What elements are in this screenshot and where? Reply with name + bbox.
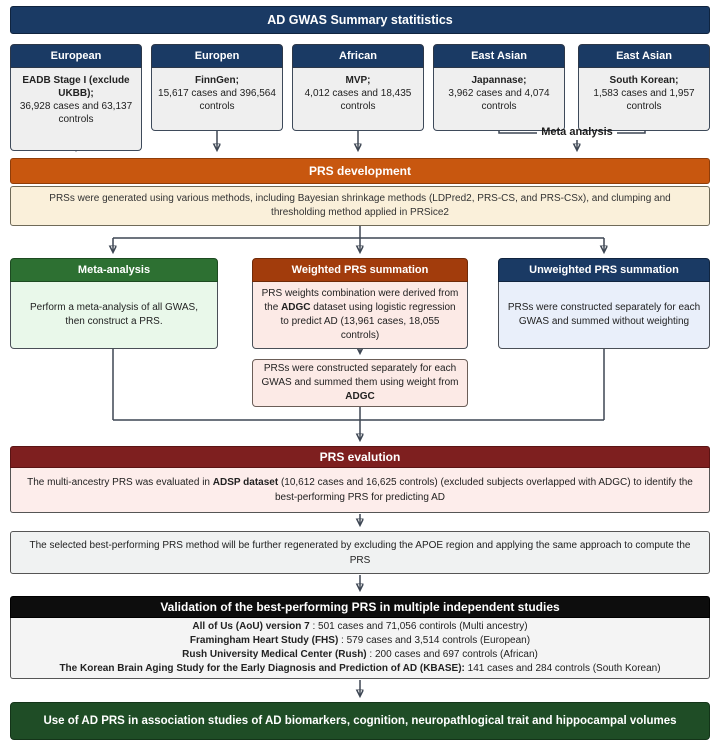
unweighted-body: PRSs were constructed separately for eac… <box>498 282 710 349</box>
source-body: EADB Stage I (exclude UKBB); 36,928 case… <box>10 68 142 151</box>
prs-evaluation-banner: PRS evalution <box>10 446 710 468</box>
source-name: South Korean; <box>609 75 679 86</box>
source-box-mvp: African MVP; 4,012 cases and 18,435 cont… <box>292 44 424 131</box>
source-name: FinnGen; <box>195 75 239 86</box>
source-body: South Korean; 1,583 cases and 1,957 cont… <box>578 68 710 131</box>
source-body: FinnGen; 15,617 cases and 396,564 contro… <box>151 68 283 131</box>
prs-evaluation-body: The multi-ancestry PRS was evaluated in … <box>10 468 710 513</box>
weighted-note: PRSs were constructed separately for eac… <box>252 359 468 407</box>
source-box-japanese: East Asian Japannase; 3,962 cases and 4,… <box>433 44 565 131</box>
validation-study: Framingham Heart Study (FHS) : 579 cases… <box>189 635 531 646</box>
source-ancestry-label: Europen <box>151 44 283 68</box>
source-ancestry-label: European <box>10 44 142 68</box>
source-detail: 15,617 cases and 396,564 controls <box>158 88 276 112</box>
unweighted-header: Unweighted PRS summation <box>498 258 710 282</box>
source-detail: 3,962 cases and 4,074 controls <box>448 88 550 112</box>
source-detail: 4,012 cases and 18,435 controls <box>304 88 412 112</box>
validation-study: Rush University Medical Center (Rush) : … <box>182 649 538 660</box>
source-name: EADB Stage I (exclude UKBB); <box>22 75 130 99</box>
source-box-finngen: Europen FinnGen; 15,617 cases and 396,56… <box>151 44 283 131</box>
source-detail: 1,583 cases and 1,957 controls <box>593 88 695 112</box>
source-name: Japannase; <box>471 75 527 86</box>
source-ancestry-label: East Asian <box>578 44 710 68</box>
source-ancestry-label: African <box>292 44 424 68</box>
source-name: MVP; <box>345 75 371 86</box>
meta-analysis-body: Perform a meta-analysis of all GWAS, the… <box>10 282 218 349</box>
source-box-eadb: European EADB Stage I (exclude UKBB); 36… <box>10 44 142 151</box>
weighted-body: PRS weights combination were derived fro… <box>252 282 468 349</box>
final-use-banner: Use of AD PRS in association studies of … <box>10 702 710 740</box>
validation-body: All of Us (AoU) version 7 : 501 cases an… <box>10 618 710 679</box>
prs-development-description: PRSs were generated using various method… <box>10 186 710 226</box>
weighted-header: Weighted PRS summation <box>252 258 468 282</box>
source-detail: 36,928 cases and 63,137 controls <box>19 101 133 125</box>
source-body: MVP; 4,012 cases and 18,435 controls <box>292 68 424 131</box>
branch-meta-analysis: Meta-analysis Perform a meta-analysis of… <box>10 258 218 349</box>
branch-weighted: Weighted PRS summation PRS weights combi… <box>252 258 468 349</box>
apoe-note: The selected best-performing PRS method … <box>10 531 710 574</box>
validation-study: All of Us (AoU) version 7 : 501 cases an… <box>192 621 528 632</box>
meta-analysis-connector-label: Meta analysis <box>541 126 613 138</box>
source-body: Japannase; 3,962 cases and 4,074 control… <box>433 68 565 131</box>
source-ancestry-label: East Asian <box>433 44 565 68</box>
branch-unweighted: Unweighted PRS summation PRSs were const… <box>498 258 710 349</box>
validation-banner: Validation of the best-performing PRS in… <box>10 596 710 618</box>
page-title: AD GWAS Summary statitistics <box>10 6 710 34</box>
validation-study: The Korean Brain Aging Study for the Ear… <box>59 663 661 674</box>
meta-analysis-header: Meta-analysis <box>10 258 218 282</box>
source-box-korean: East Asian South Korean; 1,583 cases and… <box>578 44 710 131</box>
prs-development-banner: PRS development <box>10 158 710 184</box>
